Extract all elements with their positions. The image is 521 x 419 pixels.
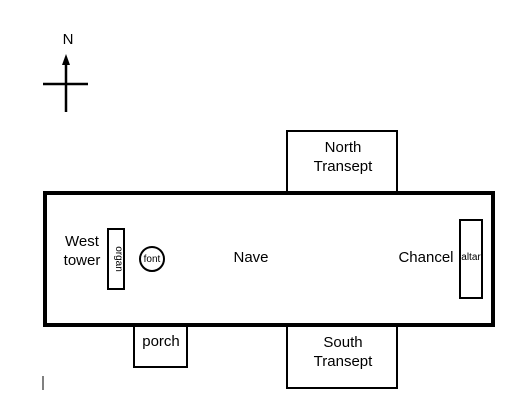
north-transept-label-line1: North bbox=[325, 139, 362, 156]
compass-north-label: N bbox=[63, 31, 74, 48]
south-transept-label-line1: South bbox=[323, 334, 362, 351]
church-main-body-outline bbox=[43, 191, 495, 327]
organ-label: organ bbox=[113, 246, 124, 272]
organ-outline bbox=[107, 228, 125, 290]
compass-arrow-icon bbox=[62, 54, 70, 65]
south-transept-label-line2: Transept bbox=[314, 353, 373, 370]
nave-label: Nave bbox=[233, 249, 268, 266]
west-tower-label-line1: West bbox=[65, 233, 100, 250]
chancel-label: Chancel bbox=[398, 249, 453, 266]
altar-label: altar bbox=[461, 252, 481, 263]
west-tower-label-line2: tower bbox=[64, 252, 101, 269]
north-transept-label-line2: Transept bbox=[314, 158, 373, 175]
porch-label: porch bbox=[142, 333, 180, 350]
font-circle bbox=[139, 246, 165, 272]
compass: N bbox=[43, 31, 88, 112]
font-label: font bbox=[144, 254, 161, 265]
altar-outline bbox=[459, 219, 483, 299]
